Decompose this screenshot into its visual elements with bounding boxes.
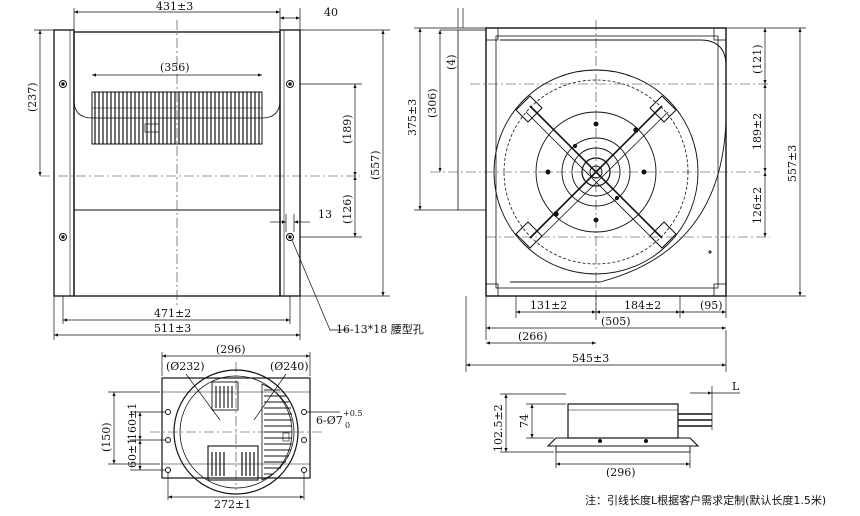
dim-95: (95) xyxy=(700,299,723,312)
dim-160: 160±1 xyxy=(126,403,139,440)
motor-view xyxy=(546,403,712,453)
dim-13: 13 xyxy=(318,208,332,221)
dim-557b: 557±3 xyxy=(786,145,799,182)
dim-557: (557) xyxy=(369,150,382,180)
dim-40: 40 xyxy=(324,6,338,19)
dim-102: 102.5±2 xyxy=(492,404,505,452)
dim-L: L xyxy=(732,380,740,393)
dim-356: (356) xyxy=(160,61,190,74)
side-view xyxy=(457,27,727,297)
dim-296b: (296) xyxy=(606,466,636,479)
dim-272: 272±1 xyxy=(214,498,251,511)
dim-471: 471±2 xyxy=(154,307,191,320)
dim-545: 545±3 xyxy=(572,352,609,365)
dim-126: (126) xyxy=(341,194,354,224)
dim-126b: 126±2 xyxy=(751,187,764,224)
dimension-labels: 431±3 40 (356) (237) (189) (126) (557) 1… xyxy=(26,0,799,511)
dim-296: (296) xyxy=(216,343,246,356)
dim-189: (189) xyxy=(341,114,354,144)
dim-237: (237) xyxy=(26,82,39,112)
dim-240: (Ø240) xyxy=(270,360,309,373)
dim-189b: 189±2 xyxy=(751,113,764,150)
dim-306: (306) xyxy=(426,88,439,118)
slot-label: 16-13*18 腰型孔 xyxy=(336,322,424,336)
dim-431: 431±3 xyxy=(156,0,193,13)
dim-60: 60±1 xyxy=(126,438,139,468)
dim-184: 184±2 xyxy=(624,299,661,312)
dim-232: (Ø232) xyxy=(166,360,205,373)
dim-505: (505) xyxy=(601,315,631,328)
dim-150: (150) xyxy=(100,422,113,452)
lead-length-note: 注：引线长度L根据客户需求定制(默认长度1.5米) xyxy=(585,494,827,507)
dim-74: 74 xyxy=(518,414,531,428)
dim-121: (121) xyxy=(751,44,764,74)
hole-label: 6-Ø7 xyxy=(316,414,343,427)
dim-131: 131±2 xyxy=(530,299,567,312)
dim-266: (266) xyxy=(518,330,548,343)
front-view xyxy=(53,29,301,297)
dim-375: 375±3 xyxy=(406,99,419,136)
dim-511: 511±3 xyxy=(154,322,191,335)
hole-tol-upper: +0.5 xyxy=(343,409,362,418)
dim-4: (4) xyxy=(445,54,458,70)
hole-tol-lower: 0 xyxy=(345,421,350,430)
